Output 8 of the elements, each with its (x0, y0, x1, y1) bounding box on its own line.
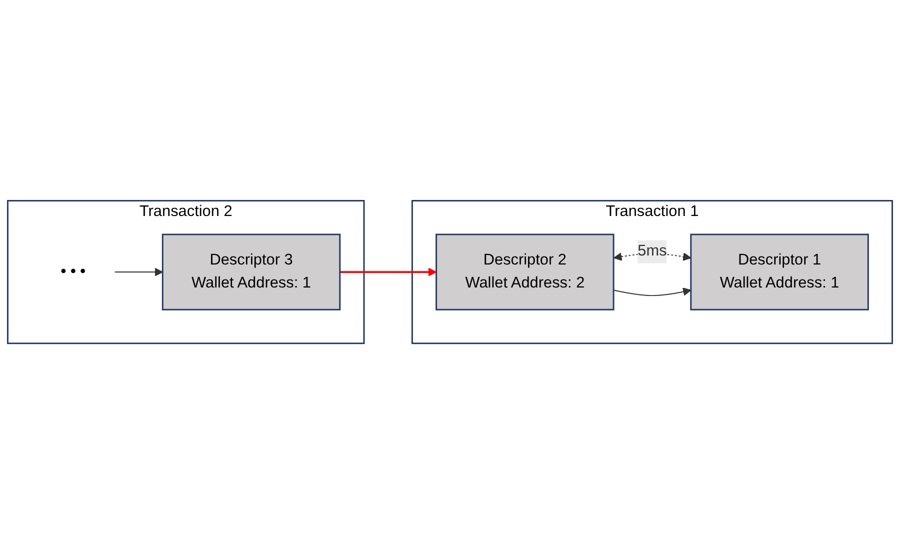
node-box: Descriptor 2 Wallet Address: 2 (436, 234, 614, 310)
node-box: Descriptor 1 Wallet Address: 1 (690, 234, 869, 310)
arrow (114, 268, 164, 276)
node-text: • • • (60, 263, 86, 280)
arrow (613, 288, 692, 296)
edge-label: 5ms (638, 243, 667, 260)
node-box: Descriptor 3 Wallet Address: 1 (162, 234, 341, 310)
arrow (340, 268, 437, 276)
